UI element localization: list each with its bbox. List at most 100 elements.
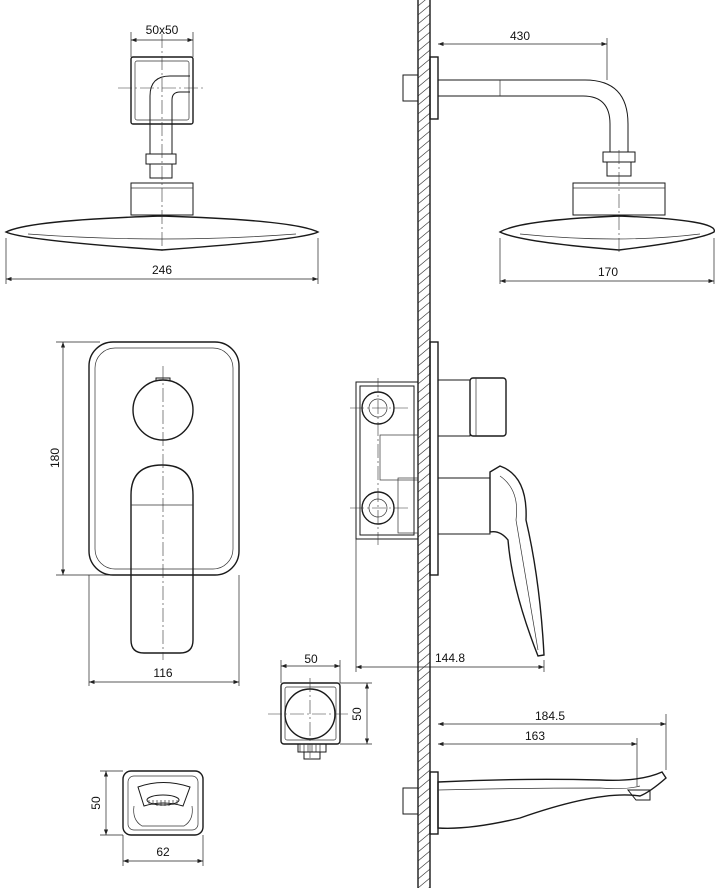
hatch-line bbox=[417, 319, 431, 331]
hatch-line bbox=[417, 526, 431, 538]
hatch-line bbox=[417, 571, 431, 583]
hatch-line bbox=[417, 139, 431, 151]
hatch-line bbox=[417, 643, 431, 655]
hatch-line bbox=[417, 724, 431, 736]
hatch-line bbox=[417, 472, 431, 484]
hatch-line bbox=[417, 562, 431, 574]
hatch-line bbox=[417, 193, 431, 205]
hatch-line bbox=[417, 544, 431, 556]
wall-section bbox=[417, 0, 431, 888]
hatch-line bbox=[417, 94, 431, 106]
hatch-line bbox=[417, 454, 431, 466]
hatch-line bbox=[417, 652, 431, 664]
hatch-line bbox=[417, 0, 426, 7]
hatch-line bbox=[417, 490, 431, 502]
hatch-line bbox=[417, 103, 431, 115]
hatch-line bbox=[417, 409, 431, 421]
dim-spout-length-label: 163 bbox=[525, 729, 545, 743]
hatch-line bbox=[417, 850, 431, 862]
hatch-line bbox=[417, 670, 431, 682]
hatch-line bbox=[417, 382, 431, 394]
hatch-line bbox=[417, 823, 431, 835]
hatch-line bbox=[417, 229, 431, 241]
hatch-line bbox=[417, 679, 431, 691]
hatch-line bbox=[417, 598, 431, 610]
hatch-line bbox=[417, 22, 431, 34]
hatch-line bbox=[417, 58, 431, 70]
hatch-line bbox=[417, 211, 431, 223]
hatch-line bbox=[417, 265, 431, 277]
mixer-side-view: 144.8 bbox=[350, 341, 545, 672]
hatch-line bbox=[417, 481, 431, 493]
hatch-line bbox=[417, 220, 431, 232]
hatch-line bbox=[417, 337, 431, 349]
hatch-line bbox=[417, 787, 431, 799]
hatch-line bbox=[417, 202, 431, 214]
dim-hose-width-label: 50 bbox=[304, 652, 318, 666]
hatch-line bbox=[417, 148, 431, 160]
hatch-line bbox=[417, 805, 431, 817]
hatch-line bbox=[417, 625, 431, 637]
hatch-line bbox=[417, 580, 431, 592]
dim-plate-height-label: 180 bbox=[48, 448, 62, 468]
hatch-line bbox=[417, 445, 431, 457]
hatch-line bbox=[417, 733, 431, 745]
dim-head-side-label: 170 bbox=[598, 265, 618, 279]
hatch-line bbox=[417, 778, 431, 790]
hatch-line bbox=[417, 877, 431, 888]
hatch-line bbox=[417, 706, 431, 718]
dim-plate-width-label: 116 bbox=[153, 666, 172, 680]
hatch-line bbox=[417, 463, 431, 475]
hatch-line bbox=[417, 112, 431, 124]
hatch-line bbox=[417, 400, 431, 412]
hatch-line bbox=[417, 814, 431, 826]
hatch-line bbox=[417, 13, 431, 25]
mixer-front-view: 180 116 bbox=[48, 341, 240, 686]
hatch-line bbox=[417, 157, 431, 169]
hatch-line bbox=[417, 418, 431, 430]
dim-spout-plate-height-label: 50 bbox=[89, 796, 103, 810]
hatch-line bbox=[417, 841, 431, 853]
hatch-line bbox=[417, 310, 431, 322]
hatch-line bbox=[417, 391, 431, 403]
hatch-line bbox=[417, 166, 431, 178]
hatch-line bbox=[417, 832, 431, 844]
hatch-line bbox=[417, 796, 431, 808]
hatch-line bbox=[417, 67, 431, 79]
hatch-line bbox=[417, 859, 431, 871]
dim-hose-height-label: 50 bbox=[350, 707, 364, 721]
hatch-line bbox=[417, 589, 431, 601]
hatch-line bbox=[417, 49, 431, 61]
hatch-line bbox=[417, 742, 431, 754]
shower-head-side-view: 430 170 bbox=[402, 29, 715, 284]
hatch-line bbox=[417, 751, 431, 763]
hatch-line bbox=[417, 508, 431, 520]
hatch-line bbox=[417, 274, 431, 286]
hatch-line bbox=[417, 868, 431, 880]
hatch-line bbox=[417, 355, 431, 367]
dim-spout-total-label: 184.5 bbox=[535, 709, 565, 723]
hatch-line bbox=[417, 607, 431, 619]
hatch-line bbox=[417, 292, 431, 304]
hatch-line bbox=[417, 85, 431, 97]
hatch-line bbox=[417, 715, 431, 727]
hatch-line bbox=[417, 247, 431, 259]
hatch-line bbox=[417, 427, 431, 439]
hatch-line bbox=[417, 688, 431, 700]
hatch-line bbox=[417, 121, 431, 133]
hatch-line bbox=[417, 760, 431, 772]
hatch-line bbox=[417, 769, 431, 781]
hatch-line bbox=[417, 616, 431, 628]
dim-mixer-depth-label: 144.8 bbox=[435, 651, 465, 665]
hatch-line bbox=[417, 634, 431, 646]
hatch-line bbox=[417, 175, 431, 187]
dim-flange-label: 50x50 bbox=[146, 23, 179, 37]
hatch-line bbox=[417, 238, 431, 250]
hatch-line bbox=[417, 31, 431, 43]
spout-front-view: 50 62 bbox=[89, 770, 204, 866]
hatch-line bbox=[417, 535, 431, 547]
dim-arm-length-label: 430 bbox=[510, 29, 530, 43]
hatch-line bbox=[417, 553, 431, 565]
hatch-line bbox=[417, 256, 431, 268]
wall-hatching bbox=[417, 0, 431, 888]
